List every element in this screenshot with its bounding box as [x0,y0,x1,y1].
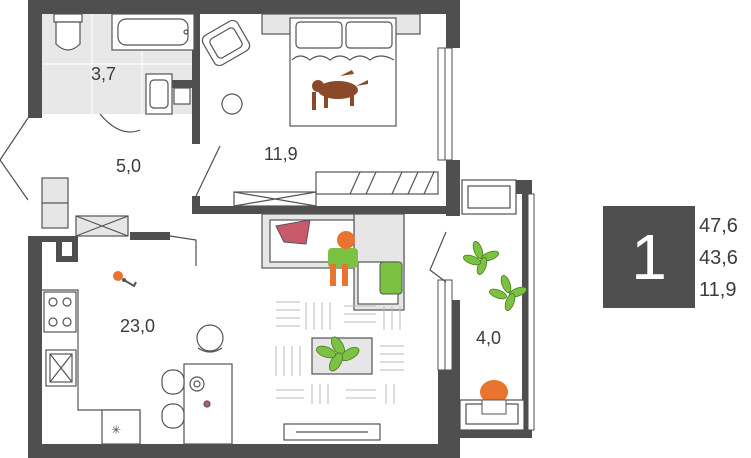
balcony-door [429,179,525,431]
windows [437,47,535,431]
bed [261,13,421,127]
balcony-plant-2 [489,275,527,311]
entrance-door [0,113,221,266]
fridge-icon: ✳ [111,423,121,437]
balcony-area-label: 4,0 [476,328,501,348]
kitchen-living-area-label: 23,0 [120,316,155,336]
pillow-green [379,261,403,295]
apartment-summary: 1 47,6 43,6 11,9 [603,206,751,308]
side-table [221,93,243,115]
sink [145,73,191,115]
plant-icon [316,336,360,372]
bedroom-area-label: 11,9 [264,144,298,164]
pillow-pink [275,219,311,245]
cooktop [43,291,77,333]
cat-icon [113,271,137,288]
rug [275,301,404,404]
person-icon [328,231,358,286]
bedroom-wardrobe [233,171,439,207]
wardrobe [41,177,129,237]
bathtub [111,13,195,51]
interior-walls [42,14,446,262]
floor-plan: 3,7 5,0 11,9 [0,0,535,458]
balcony-chair [480,380,508,415]
room-count-badge: 1 [603,206,695,308]
living-area: 43,6 [699,247,738,269]
bathroom-area-label: 3,7 [91,64,116,84]
toilet [53,13,83,51]
hallway-area-label: 5,0 [116,156,141,176]
tv-stand [283,423,381,441]
secondary-area: 11,9 [699,279,737,301]
dog-icon [312,70,368,110]
balcony-plant-1 [463,241,499,275]
armchair [201,19,251,67]
walls [28,0,532,458]
dining-set [161,324,233,445]
total-area: 47,6 [699,215,738,237]
kitchen-sink [45,349,77,387]
